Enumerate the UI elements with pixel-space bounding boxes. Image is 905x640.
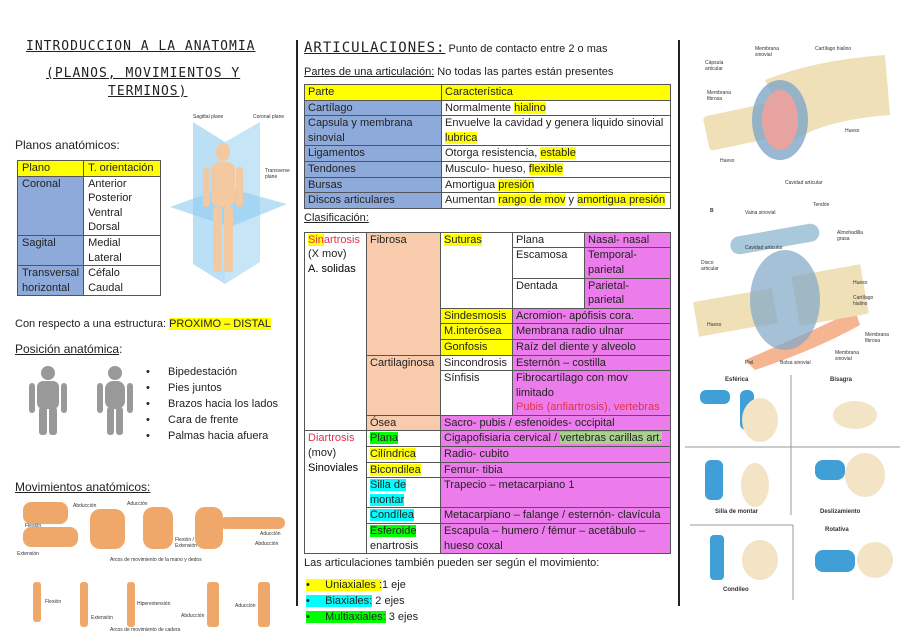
figure-label: Membrana sinovial <box>835 350 859 362</box>
joint-types-figure: Esférica Bisagra Silla de montar Desliza… <box>685 375 900 600</box>
figure-label: Membrana fibrosa <box>865 332 889 344</box>
figure-label: Tendón <box>813 202 830 208</box>
figure-label: Piel <box>745 360 754 366</box>
page-title: INTRODUCCION A LA ANATOMIA <box>26 39 256 54</box>
figure-label: Membrana fibrosa <box>707 90 731 102</box>
anatomical-position-silhouettes <box>29 366 133 435</box>
figure-label: Sagittal plane <box>193 114 224 120</box>
figure-label: Flexión / Extensión <box>175 537 197 549</box>
figure-label: Vaina sinovial <box>745 210 776 216</box>
figure-label: Abducción <box>181 613 205 619</box>
axis-item: • Multiaxiales: 3 ejes <box>306 611 419 624</box>
list-item: Pies juntos <box>146 382 222 394</box>
figure-label: Disco articular <box>701 260 719 272</box>
header-plano: Plano <box>16 160 85 177</box>
estructura-text: Con respecto a una estructura: PROXIMO –… <box>15 318 271 330</box>
axis-item: • Uniaxiales :1 eje <box>306 579 406 592</box>
figure-label: Flexión <box>45 599 62 605</box>
figure-label: Hiperextensión <box>137 601 171 607</box>
diartrosis-cell: Diartrosis(mov)Sinoviales <box>304 430 367 555</box>
page-subtitle-2: TERMINOS) <box>108 84 188 99</box>
figure-label: Aducción <box>260 531 281 537</box>
clasificacion-table: Sinartrosis(X mov)A. solidas Fibrosa Sut… <box>304 231 671 555</box>
figure-label: B <box>710 208 714 214</box>
plano-cell: Sagital <box>16 234 85 267</box>
figure-label: Hueso <box>853 280 868 286</box>
page-subtitle-1: (PLANOS, MOVIMIENTOS Y <box>46 66 241 81</box>
joint-type-label: Condíleo <box>723 587 749 593</box>
figure-label: Hueso <box>707 322 722 328</box>
figure-label: Aducción <box>235 603 256 609</box>
figure-label: Coronal plane <box>253 114 285 120</box>
joint-type-label: Rotativa <box>825 527 849 533</box>
sinartrosis-cell: Sinartrosis(X mov)A. solidas <box>304 231 367 432</box>
list-item: Cara de frente <box>146 414 238 426</box>
partes-heading: Partes de una articulación: No todas las… <box>304 66 614 78</box>
clasificacion-heading: Clasificación: <box>304 211 369 224</box>
figure-label: Cavidad articular <box>745 245 783 251</box>
figure-label: Arcos de movimiento de cadera <box>110 627 181 633</box>
joint-type-label: Esférica <box>725 377 749 383</box>
joint-type-label: Bisagra <box>830 377 853 383</box>
header-orientacion: T. orientación <box>83 160 161 177</box>
figure-label: Cavidad articular <box>785 180 823 186</box>
figure-label: Hueso <box>845 128 860 134</box>
list-item: Brazos hacia los lados <box>146 398 278 410</box>
list-item: Palmas hacia afuera <box>146 430 268 442</box>
axis-item: • Biaxiales: 2 ejes <box>306 595 405 608</box>
synovial-joint-figure-b: B Vaina sinovial Tendón Almohadilla gras… <box>685 200 900 370</box>
figure-label: Bolsa sinovial <box>780 360 811 366</box>
posicion-heading: Posición anatómica: <box>15 342 123 356</box>
articulaciones-title: ARTICULACIONES: Punto de contacto entre … <box>304 40 608 56</box>
figure-label: Abducción <box>255 541 279 547</box>
figure-label: Hueso <box>720 158 735 164</box>
figure-label: Cartílago hialino <box>815 46 852 52</box>
movimientos-heading: Movimientos anatómicos: <box>15 480 151 494</box>
joint-type-label: Silla de montar <box>715 509 759 515</box>
figure-label: Flexión <box>25 523 42 529</box>
figure-label: Cartílago hialino <box>853 295 874 307</box>
plano-cell: Transversal horizontal <box>16 265 85 297</box>
joint-type-label: Deslizamiento <box>820 509 861 515</box>
list-item: Bipedestación <box>146 366 237 378</box>
planos-heading: Planos anatómicos: <box>15 138 120 152</box>
figure-label: Membrana sinovial <box>755 46 779 58</box>
movimiento-text: Las articulaciones también pueden ser se… <box>304 557 600 570</box>
movements-figure: Flexión Extensión Abducción Aducción Fle… <box>15 497 290 637</box>
column-divider <box>678 40 680 606</box>
figure-label: Extensión <box>17 551 39 557</box>
figure-label: Abducción <box>73 503 97 509</box>
figure-label: Aducción <box>127 501 148 507</box>
middle-column: ARTICULACIONES: Punto de contacto entre … <box>304 39 672 625</box>
synovial-joint-figure-a: Cápsula articular Membrana sinovial Cart… <box>685 40 900 200</box>
plano-cell: Coronal <box>16 175 85 236</box>
figure-label: Extensión <box>91 615 113 621</box>
figure-label: Almohadilla grasa <box>837 230 863 242</box>
figure-label: Transverse plane <box>265 168 290 180</box>
column-divider <box>296 40 298 606</box>
figure-label: Arcos de movimiento de la mano y dedos <box>110 557 202 563</box>
anatomical-planes-figure: Sagittal plane Coronal plane Transverse … <box>165 112 293 287</box>
figure-label: Cápsula articular <box>705 60 724 72</box>
